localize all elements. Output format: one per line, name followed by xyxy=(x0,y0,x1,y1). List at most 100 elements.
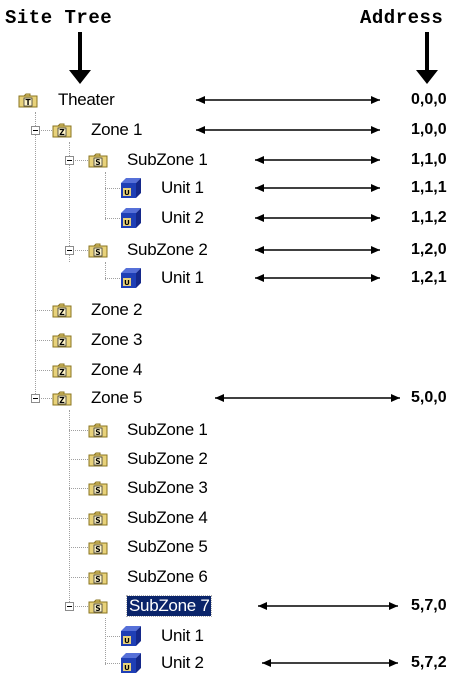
svg-text:Z: Z xyxy=(59,338,65,347)
collapse-toggle-z1-sub2[interactable] xyxy=(65,246,74,255)
unit-icon: U xyxy=(120,651,142,675)
address-header: Address xyxy=(360,7,444,29)
tree-connector-horizontal xyxy=(105,663,120,665)
tree-connector-vertical xyxy=(105,172,107,220)
address-z1-sub2-unit1: 1,2,1 xyxy=(411,269,447,286)
tree-node-zone5[interactable]: Zone 5 xyxy=(91,388,143,407)
collapse-toggle-z5-sub7[interactable] xyxy=(65,602,74,611)
arrowhead-left xyxy=(255,246,264,254)
address-z5-sub7-unit2: 5,7,2 xyxy=(411,654,447,671)
tree-node-zone1[interactable]: Zone 1 xyxy=(91,120,143,139)
address-z5-sub7: 5,7,0 xyxy=(411,597,447,614)
svg-text:S: S xyxy=(95,457,100,466)
tree-node-z5-sub3[interactable]: SubZone 3 xyxy=(127,478,208,497)
tree-connector-horizontal xyxy=(35,310,52,312)
arrowhead-left xyxy=(255,184,264,192)
subzone-folder-icon: S xyxy=(88,423,108,438)
site-tree-header: Site Tree xyxy=(5,7,113,29)
tree-connector-horizontal xyxy=(35,130,52,132)
tree-connector-horizontal xyxy=(35,370,52,372)
tree-connector-horizontal xyxy=(35,340,52,342)
arrowhead-right xyxy=(389,659,398,667)
tree-node-z5-sub7-unit1[interactable]: Unit 1 xyxy=(161,626,204,645)
tree-connector-horizontal xyxy=(69,518,88,520)
zone-folder-icon: Z xyxy=(52,303,72,318)
arrowhead-left xyxy=(258,602,267,610)
tree-connector-vertical xyxy=(35,112,37,398)
collapse-toggle-zone5[interactable] xyxy=(31,394,40,403)
collapse-toggle-z1-sub1[interactable] xyxy=(65,156,74,165)
svg-text:U: U xyxy=(124,219,130,227)
zone-folder-icon: Z xyxy=(52,363,72,378)
arrowhead-left xyxy=(255,214,264,222)
tree-node-z5-sub1[interactable]: SubZone 1 xyxy=(127,420,208,439)
tree-connector-vertical xyxy=(69,142,71,262)
tree-connector-horizontal xyxy=(69,459,88,461)
tree-connector-vertical xyxy=(105,618,107,665)
tree-node-z1-sub1[interactable]: SubZone 1 xyxy=(127,150,208,169)
arrowhead-right xyxy=(371,214,380,222)
tree-node-z5-sub7-unit2[interactable]: Unit 2 xyxy=(161,653,204,672)
tree-node-z1-sub1-unit2[interactable]: Unit 2 xyxy=(161,208,204,227)
svg-text:Z: Z xyxy=(59,308,65,317)
tree-node-z1-sub2[interactable]: SubZone 2 xyxy=(127,240,208,259)
tree-node-zone3[interactable]: Zone 3 xyxy=(91,330,143,349)
svg-text:S: S xyxy=(95,545,100,554)
arrowhead-left xyxy=(196,126,205,134)
svg-text:S: S xyxy=(95,486,100,495)
arrowhead-left xyxy=(196,96,205,104)
subzone-folder-icon: S xyxy=(88,570,108,585)
subzone-folder-icon: S xyxy=(88,153,108,168)
svg-text:U: U xyxy=(124,637,130,645)
tree-connector-horizontal xyxy=(69,430,88,432)
svg-text:Z: Z xyxy=(59,128,65,137)
svg-text:S: S xyxy=(95,575,100,584)
tree-node-z5-sub7[interactable]: SubZone 7 xyxy=(125,595,213,617)
address-zone5: 5,0,0 xyxy=(411,389,447,406)
arrowhead-left xyxy=(262,659,271,667)
tree-node-zone4[interactable]: Zone 4 xyxy=(91,360,143,379)
svg-text:U: U xyxy=(124,189,130,197)
svg-text:S: S xyxy=(95,516,100,525)
subzone-folder-icon: S xyxy=(88,540,108,555)
tree-node-zone2[interactable]: Zone 2 xyxy=(91,300,143,319)
address-theater: 0,0,0 xyxy=(411,91,447,108)
tree-node-theater[interactable]: Theater xyxy=(58,90,115,109)
zone-folder-icon: Z xyxy=(52,123,72,138)
arrowhead-right xyxy=(371,156,380,164)
address-z1-sub1: 1,1,0 xyxy=(411,151,447,168)
tree-connector-horizontal xyxy=(69,606,88,608)
tree-node-z5-sub2[interactable]: SubZone 2 xyxy=(127,449,208,468)
arrowhead-right xyxy=(371,126,380,134)
tree-connector-horizontal xyxy=(69,250,88,252)
unit-icon: U xyxy=(120,624,142,648)
arrowhead-left xyxy=(215,394,224,402)
svg-text:T: T xyxy=(25,98,31,107)
tree-connector-horizontal xyxy=(105,218,120,220)
collapse-toggle-zone1[interactable] xyxy=(31,126,40,135)
address-z1-sub1-unit1: 1,1,1 xyxy=(411,179,447,196)
arrowhead-left xyxy=(255,156,264,164)
arrowhead-left xyxy=(255,274,264,282)
tree-connector-horizontal xyxy=(35,398,52,400)
tree-connector-vertical xyxy=(69,410,71,606)
subzone-folder-icon: S xyxy=(88,452,108,467)
theater-folder-icon: T xyxy=(18,93,38,108)
arrowhead-right xyxy=(371,246,380,254)
tree-node-z5-sub5[interactable]: SubZone 5 xyxy=(127,537,208,556)
tree-connector-horizontal xyxy=(105,278,120,280)
svg-text:Z: Z xyxy=(59,368,65,377)
svg-text:S: S xyxy=(95,248,100,257)
tree-node-z1-sub2-unit1[interactable]: Unit 1 xyxy=(161,268,204,287)
tree-node-z1-sub1-unit1[interactable]: Unit 1 xyxy=(161,178,204,197)
arrowhead-right xyxy=(389,602,398,610)
tree-node-z5-sub6[interactable]: SubZone 6 xyxy=(127,567,208,586)
subzone-folder-icon: S xyxy=(88,481,108,496)
svg-text:U: U xyxy=(124,279,130,287)
tree-connector-vertical xyxy=(105,262,107,280)
tree-node-z5-sub4[interactable]: SubZone 4 xyxy=(127,508,208,527)
zone-folder-icon: Z xyxy=(52,333,72,348)
